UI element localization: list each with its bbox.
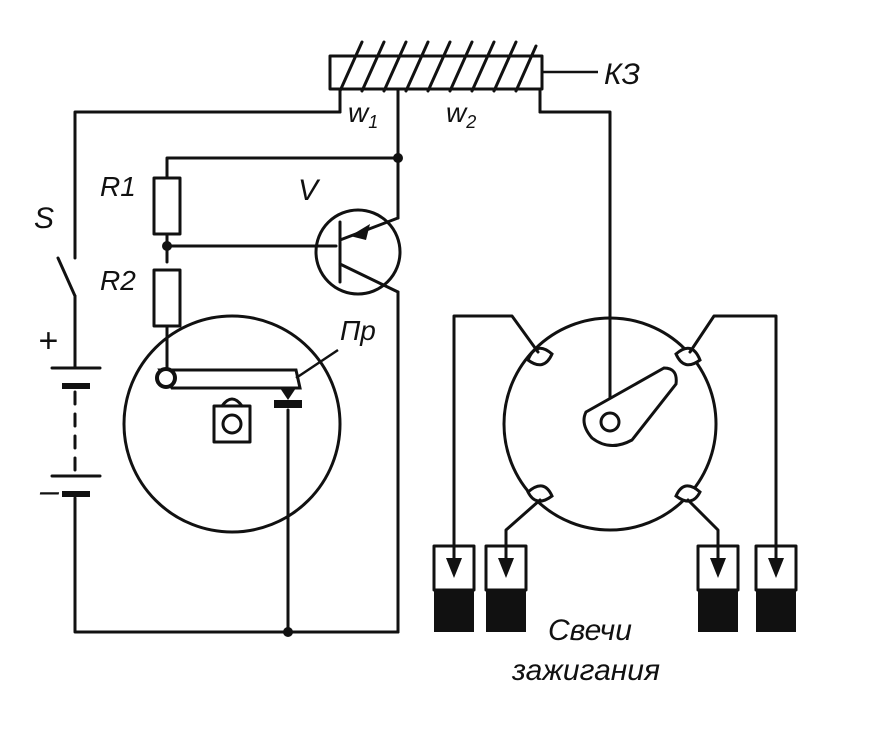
label-transistor: V	[298, 174, 321, 207]
label-r1: R1	[100, 171, 136, 202]
spark-plug	[432, 544, 476, 632]
battery	[50, 348, 102, 497]
label-plugs-line2: зажигания	[511, 654, 660, 687]
distributor-rotor-hub	[599, 411, 621, 433]
breaker-pivot	[155, 367, 177, 389]
distributor-terminal	[526, 346, 554, 367]
breaker-contact-tip	[280, 388, 296, 400]
junction-dot	[162, 241, 172, 251]
spark-arrow-icon	[710, 558, 726, 578]
breaker-cam	[212, 404, 252, 444]
ignition-coil	[328, 40, 598, 160]
transistor-emitter	[338, 262, 400, 294]
label-w1: w1	[348, 97, 378, 132]
distributor-terminal	[526, 484, 554, 503]
junction-dot	[283, 627, 293, 637]
distributor-cap	[502, 316, 718, 532]
transistor-v	[314, 208, 402, 296]
breaker-housing	[122, 314, 342, 534]
label-plus: +	[38, 322, 58, 360]
label-w2: w2	[446, 97, 476, 132]
coil-windings	[338, 40, 538, 93]
switch-s-blade	[56, 256, 77, 298]
label-plugs-line1: Свечи	[548, 614, 632, 647]
transistor-arrow-icon	[350, 224, 370, 240]
spark-plug	[484, 544, 528, 632]
spark-plug	[754, 544, 798, 632]
distributor-terminal	[674, 484, 702, 503]
resistor-r2	[152, 268, 182, 328]
label-breaker: Пр	[340, 315, 376, 346]
label-r2: R2	[100, 265, 136, 296]
distributor-rotor	[582, 366, 678, 447]
resistor-r1	[152, 176, 182, 236]
spark-plugs	[432, 544, 798, 632]
transistor-collector	[338, 216, 400, 242]
distributor	[452, 314, 778, 560]
distributor-terminal	[674, 346, 702, 367]
label-switch: S	[34, 202, 54, 235]
junction-dot	[393, 153, 403, 163]
transistor-body	[314, 208, 402, 296]
breaker-cam-hub	[221, 413, 243, 435]
breaker-label-leader	[295, 348, 339, 380]
spark-arrow-icon	[768, 558, 784, 578]
label-coil: КЗ	[604, 58, 640, 91]
spark-arrow-icon	[498, 558, 514, 578]
spark-plug	[696, 544, 740, 632]
breaker-contact	[274, 400, 302, 408]
label-minus: –	[39, 472, 60, 510]
breaker-assembly	[122, 314, 342, 534]
spark-arrow-icon	[446, 558, 462, 578]
breaker-lever	[157, 368, 302, 390]
